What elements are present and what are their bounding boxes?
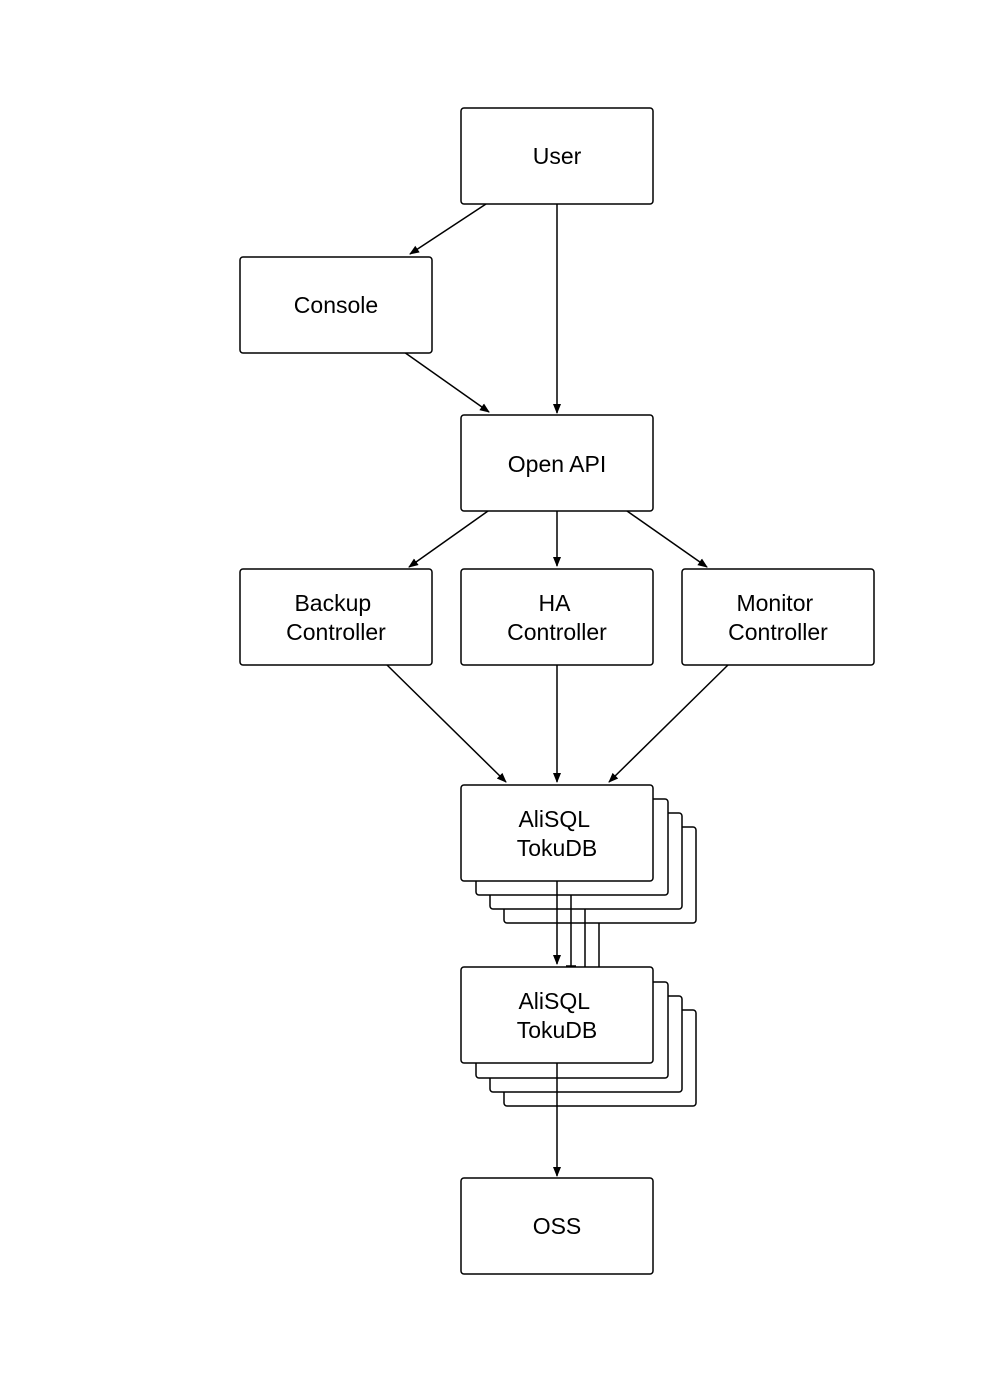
node-user-box (460, 107, 654, 205)
node-monitor-controller-box (681, 568, 875, 666)
node-ha-controller: HA Controller (460, 568, 654, 666)
node-console: Console (239, 256, 433, 354)
node-monitor-controller-label: Monitor Controller (728, 590, 828, 645)
edge-open-api-to-backup-controller (408, 510, 489, 568)
node-alisql-secondary-box (460, 966, 654, 1064)
node-oss-label: OSS (533, 1213, 582, 1239)
node-open-api-label: Open API (508, 451, 606, 477)
node-alisql-primary-label: AliSQL TokuDB (517, 806, 598, 861)
node-alisql-primary-box (460, 784, 654, 882)
node-open-api-box (460, 414, 654, 512)
node-user: User (460, 107, 654, 205)
edge-monitor-controller-to-alisql (608, 663, 730, 783)
node-user-label: User (533, 143, 582, 169)
node-alisql-secondary-label: AliSQL TokuDB (517, 988, 598, 1043)
edge-open-api-to-monitor-controller (626, 510, 708, 568)
node-alisql-secondary-stack: AliSQL TokuDB (460, 966, 697, 1107)
edge-user-to-console (409, 203, 487, 255)
node-oss: OSS (460, 1177, 654, 1275)
node-ha-controller-box (460, 568, 654, 666)
edge-backup-controller-to-alisql (385, 663, 507, 783)
node-console-label: Console (294, 292, 378, 318)
node-alisql-primary-stack: AliSQL TokuDB (460, 784, 697, 924)
node-backup-controller-box (239, 568, 433, 666)
node-ha-controller-label: HA Controller (507, 590, 607, 645)
node-open-api: Open API (460, 414, 654, 512)
node-backup-controller-label: Backup Controller (286, 590, 386, 645)
edge-console-to-open-api (403, 351, 490, 413)
node-backup-controller: Backup Controller (239, 568, 433, 666)
node-oss-box (460, 1177, 654, 1275)
replication-edges (553, 881, 600, 967)
node-console-box (239, 256, 433, 354)
edges (385, 203, 730, 783)
node-monitor-controller: Monitor Controller (681, 568, 875, 666)
